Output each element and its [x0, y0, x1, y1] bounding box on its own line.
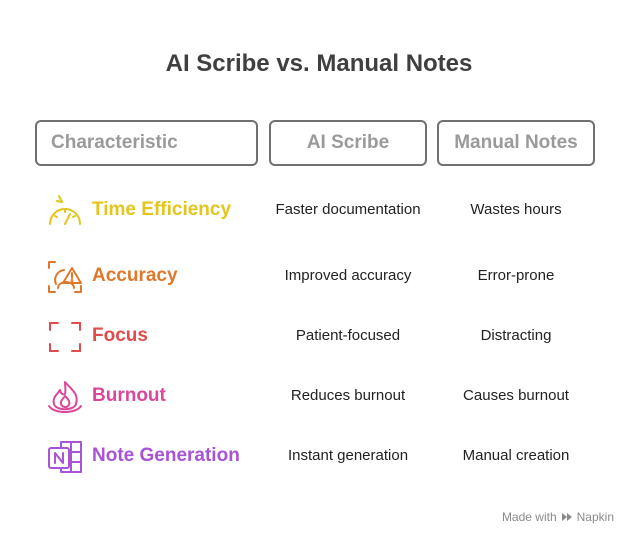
- made-with-text: Made with: [501, 510, 557, 524]
- ai-scribe-cell: Reduces burnout: [290, 387, 406, 404]
- manual-notes-cell: Manual creation: [462, 447, 570, 464]
- ai-scribe-cell: Improved accuracy: [284, 267, 412, 284]
- row-accuracy: Accuracy Improved accuracy Error-prone: [0, 251, 638, 301]
- header-characteristic: Characteristic: [35, 120, 258, 166]
- header-manual-notes: Manual Notes: [437, 120, 595, 166]
- manual-notes-cell: Causes burnout: [463, 387, 569, 404]
- focus-frame-icon: [49, 322, 81, 352]
- row-label: Focus: [92, 325, 148, 346]
- manual-notes-cell: Distracting: [480, 327, 552, 344]
- row-label: Time Efficiency: [92, 199, 232, 220]
- row-burnout: Burnout Reduces burnout Causes burnout: [0, 371, 638, 421]
- notebook-icon: [48, 441, 82, 473]
- row-label: Accuracy: [92, 265, 178, 286]
- napkin-brand: Napkin: [576, 510, 614, 524]
- row-focus: Focus Patient-focused Distracting: [0, 311, 638, 361]
- warning-target-icon: [48, 261, 82, 293]
- page-title: AI Scribe vs. Manual Notes: [165, 50, 473, 77]
- ai-scribe-cell: Instant generation: [287, 447, 409, 464]
- row-label: Note Generation: [92, 445, 240, 466]
- row-time-efficiency: Time Efficiency Faster documentation Was…: [0, 185, 638, 235]
- ai-scribe-cell: Faster documentation: [275, 201, 421, 218]
- ai-scribe-cell: Patient-focused: [295, 327, 401, 344]
- header-ai-scribe: AI Scribe: [269, 120, 427, 166]
- row-label: Burnout: [92, 385, 166, 406]
- stopwatch-icon: [49, 195, 81, 225]
- footer-attribution: Made with Napkin: [502, 510, 614, 524]
- flame-icon: [48, 381, 82, 413]
- row-note-generation: Note Generation Instant generation Manua…: [0, 431, 638, 481]
- manual-notes-cell: Error-prone: [477, 267, 555, 284]
- napkin-logo-icon: [561, 513, 572, 521]
- manual-notes-cell: Wastes hours: [470, 201, 562, 218]
